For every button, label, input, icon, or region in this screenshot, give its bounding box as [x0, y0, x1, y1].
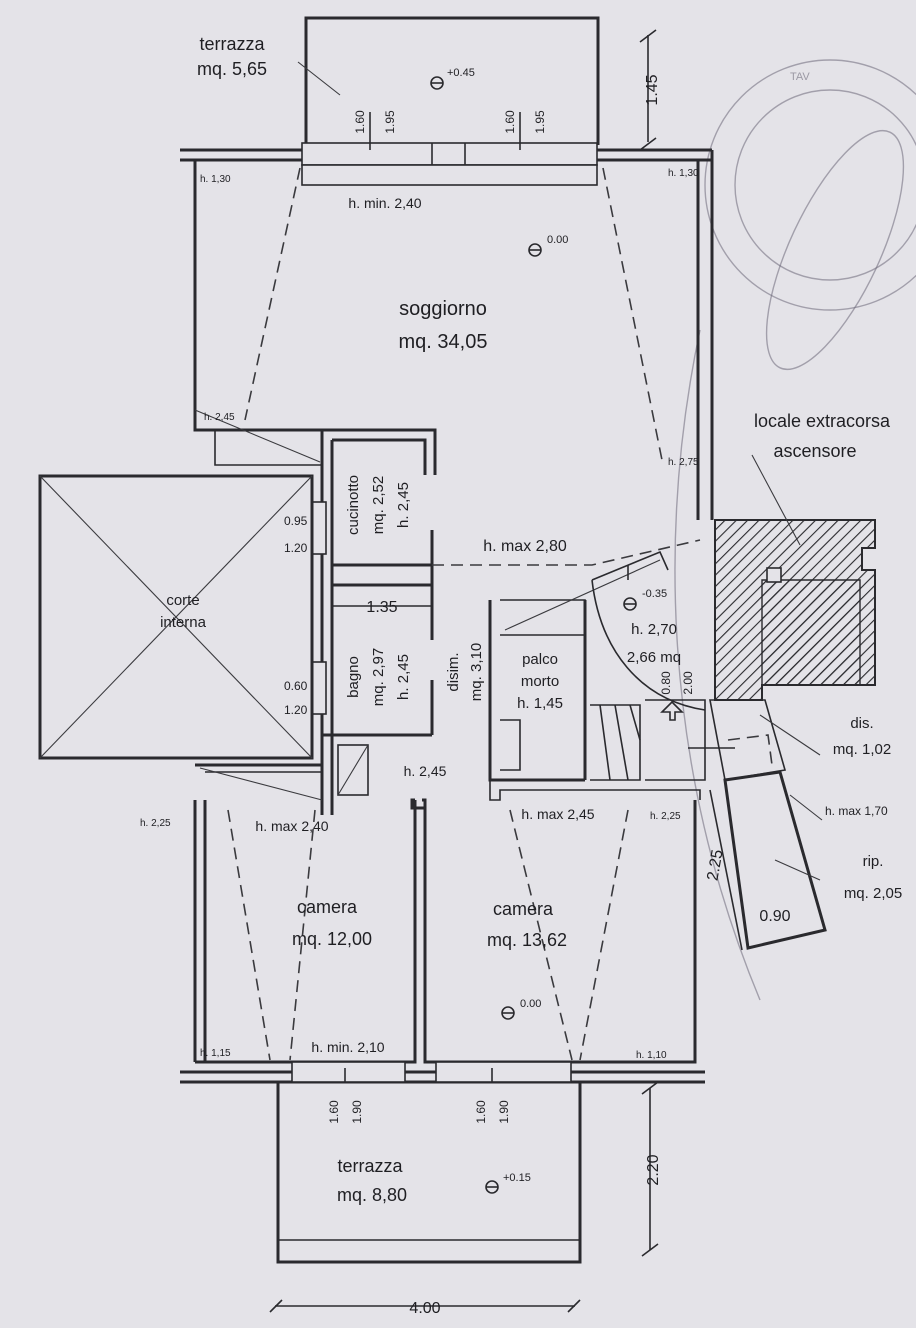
stamp-seal: TAV — [674, 59, 916, 1001]
camera-right-name: camera — [493, 899, 554, 919]
dim-rip-width: 0.90 — [759, 908, 790, 925]
dim-hatch1: 0.80 — [659, 671, 673, 695]
soggiorno-h-tl: h. 1,30 — [200, 174, 231, 185]
dim-win-top-b1: 1.60 — [503, 110, 517, 134]
courtyard-line2: interna — [160, 614, 207, 631]
core-area — [488, 550, 735, 801]
dim-top-terrace: 1.45 — [644, 74, 661, 105]
disimpegno-area: mq. 3,10 — [468, 643, 485, 701]
soggiorno-h-br: h. 2,75 — [668, 457, 699, 468]
soggiorno-level: 0.00 — [547, 234, 568, 246]
camera-left-h-bl: h. 1,15 — [200, 1048, 231, 1059]
bagno-name: bagno — [345, 656, 362, 698]
dim-win-top-b2: 1.95 — [533, 110, 547, 134]
dim-win-bot-b1: 1.60 — [474, 1100, 488, 1124]
dim-win-top-a1: 1.60 — [353, 110, 367, 134]
palco-height: h. 1,45 — [517, 695, 563, 712]
dim-bath-win2: 1.20 — [284, 703, 308, 717]
terrace-top-area: mq. 5,65 — [197, 59, 267, 79]
rip-h-max: h. max 1,70 — [825, 804, 888, 818]
camera-left-area: mq. 12,00 — [292, 929, 372, 949]
dim-win-bot-a2: 1.90 — [350, 1100, 364, 1124]
elevator-room-line1: locale extracorsa — [754, 411, 891, 431]
dim-bath-width: 1.35 — [366, 599, 397, 616]
storage-area — [709, 699, 827, 951]
bagno-height: h. 2,45 — [395, 654, 412, 700]
elevator-room-line2: ascensore — [773, 441, 856, 461]
terrace-top-name: terrazza — [199, 34, 265, 54]
ridge-h-max: h. max 2,80 — [483, 538, 567, 555]
camera-right-level: 0.00 — [520, 998, 541, 1010]
courtyard-line1: corte — [166, 592, 199, 609]
dim-win-bot-b2: 1.90 — [497, 1100, 511, 1124]
bottom-wall — [180, 1061, 705, 1084]
dim-bottom-width: 4.00 — [409, 1300, 440, 1317]
terrace-top-level: +0.45 — [447, 67, 475, 79]
terrace-bottom-level: +0.15 — [503, 1172, 531, 1184]
soggiorno-h-min: h. min. 2,40 — [348, 195, 421, 211]
bagno-area: mq. 2,97 — [370, 648, 387, 706]
dim-bath-win1: 0.60 — [284, 679, 308, 693]
soggiorno-walls — [180, 142, 714, 520]
dim-kitchen-win2: 1.20 — [284, 541, 308, 555]
cucinotto-name: cucinotto — [345, 475, 362, 535]
elevator-room — [714, 454, 876, 701]
soggiorno-h-bl: h. 2,45 — [204, 412, 235, 423]
service-block — [311, 428, 437, 815]
vano-height: h. 2,70 — [631, 621, 677, 638]
ridge-line — [432, 539, 701, 566]
camera-left-h-min: h. min. 2,10 — [311, 1039, 384, 1055]
camera-right-area: mq. 13,62 — [487, 930, 567, 950]
courtyard — [38, 474, 314, 760]
dim-win-top-a2: 1.95 — [383, 110, 397, 134]
terrace-bottom-name: terrazza — [337, 1156, 403, 1176]
soggiorno-area: mq. 34,05 — [399, 331, 488, 353]
dis-name: dis. — [850, 715, 873, 732]
palco-line2: morto — [521, 673, 559, 690]
camera-right-h-br: h. 1,10 — [636, 1050, 667, 1061]
vano-area: 2,66 mq — [627, 649, 681, 666]
bedroom-left-walls — [193, 763, 417, 1064]
svg-text:TAV: TAV — [790, 71, 810, 83]
terrace-top — [297, 16, 600, 145]
palco-line1: palco — [522, 651, 558, 668]
dim-kitchen-win1: 0.95 — [284, 514, 308, 528]
terrace-bottom — [276, 1082, 582, 1264]
soggiorno-h-tr: h. 1,30 — [668, 168, 699, 179]
camera-right-h-tr: h. 2,25 — [650, 811, 681, 822]
disimpegno-name: disim. — [445, 652, 462, 691]
dimension-lines — [269, 29, 659, 1313]
dim-rip-length: 2.25 — [704, 848, 726, 882]
dim-win-bot-a1: 1.60 — [327, 1100, 341, 1124]
camera-left-h-tl: h. 2,25 — [140, 818, 171, 829]
rip-area: mq. 2,05 — [844, 885, 902, 902]
camera-left-h-max: h. max 2,40 — [255, 818, 328, 834]
camera-right-h-max: h. max 2,45 — [521, 806, 594, 822]
soggiorno-name: soggiorno — [399, 298, 487, 320]
rip-name: rip. — [863, 853, 884, 870]
cucinotto-area: mq. 2,52 — [370, 476, 387, 534]
vano-level: -0.35 — [642, 588, 667, 600]
terrace-bottom-area: mq. 8,80 — [337, 1185, 407, 1205]
camera-left-name: camera — [297, 897, 358, 917]
dim-bottom-terrace: 2.20 — [645, 1154, 662, 1185]
dis-area: mq. 1,02 — [833, 741, 891, 758]
dim-hatch2: 2.00 — [681, 671, 695, 695]
level-markers — [430, 76, 637, 1194]
cucinotto-height: h. 2,45 — [395, 482, 412, 528]
disimpegno-height: h. 2,45 — [404, 763, 447, 779]
